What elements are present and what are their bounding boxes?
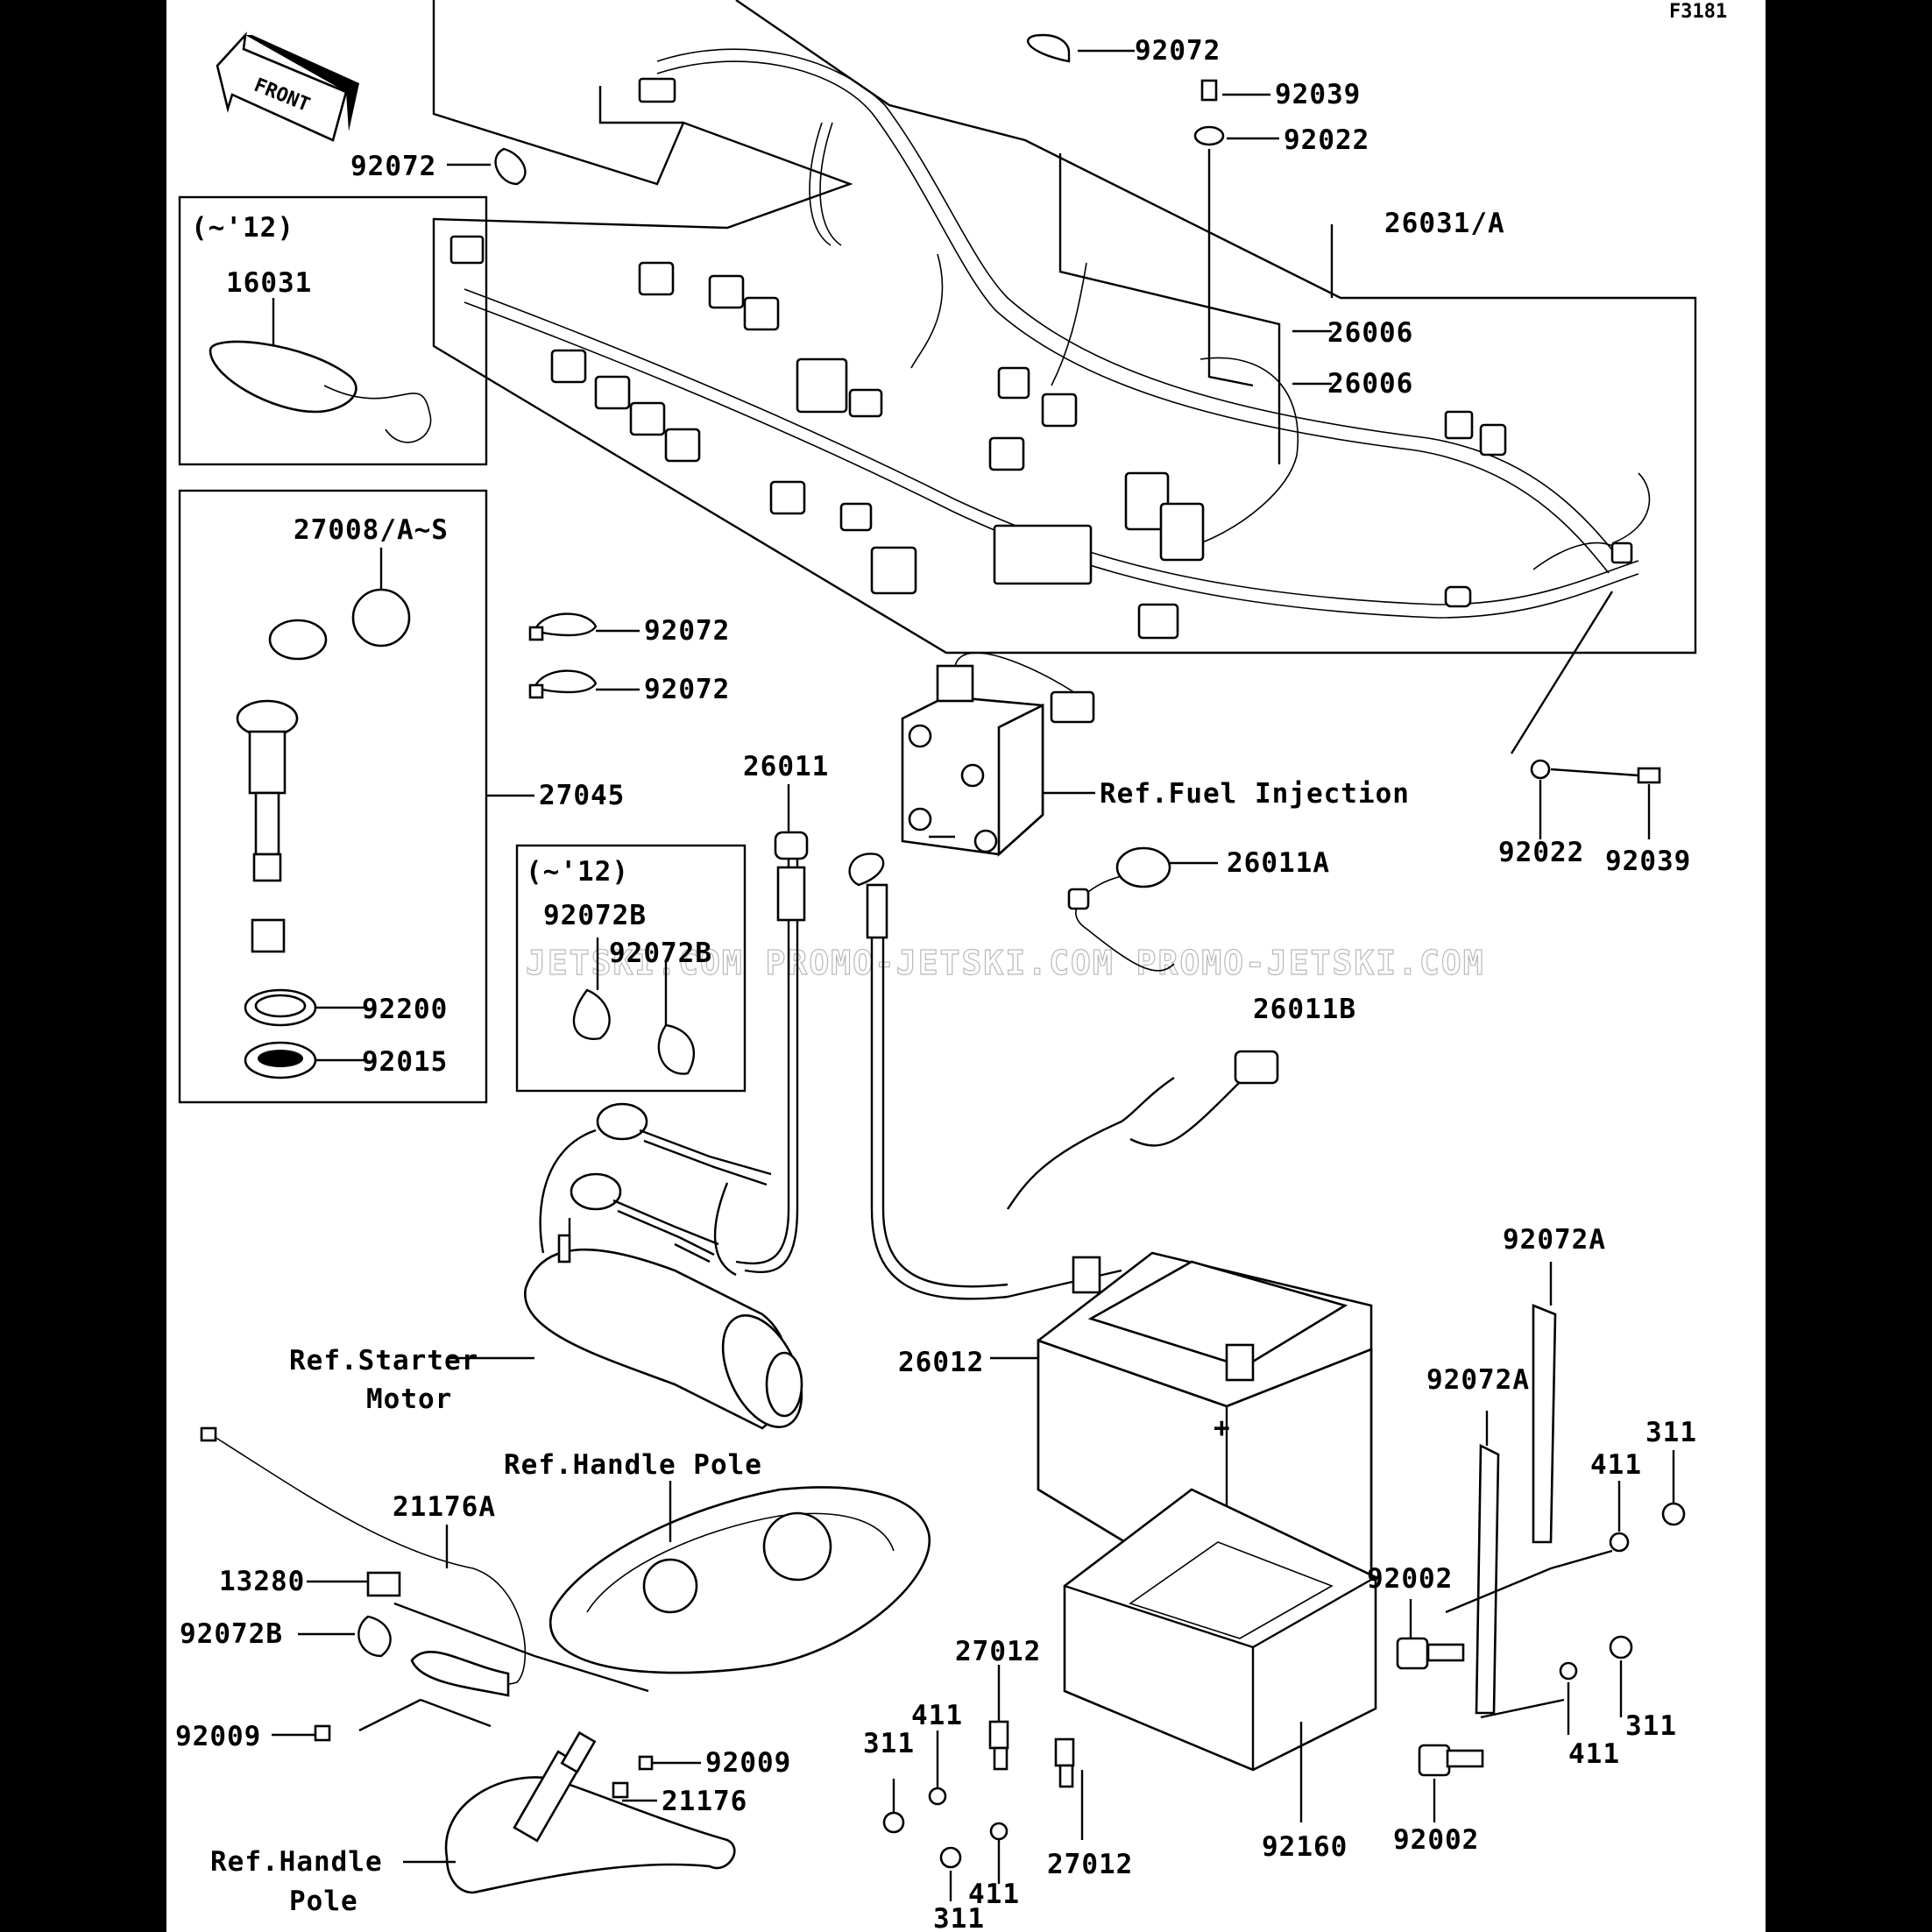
starter-cables [539,1102,772,1277]
part-labels: 92072 92072 92039 92022 26031/A 26006 26… [175,35,1697,1932]
label-92022: 92022 [1498,837,1584,868]
harness-connectors [449,77,1633,640]
watermark: JETSKI.COM PROMO-JETSKI.COM PROMO-JETSKI… [526,944,1485,982]
parts-diagram-sheet: F3181 FRONT JETSKI.COM PROMO-JETSKI.COM … [166,0,1766,1932]
handle-pole-top [393,1481,931,1693]
front-arrow-icon: FRONT [216,32,359,142]
label-21176a: 21176A [393,1491,496,1523]
label-ref-handle-pole: Ref.Handle Pole [504,1449,762,1481]
fuel-injection-relay [901,652,1095,857]
label-27012: 27012 [1047,1849,1133,1880]
label-27012: 27012 [955,1636,1041,1667]
sensor-cable [200,1426,527,1742]
handle-pole-bottom [403,1730,736,1894]
label-411: 411 [1568,1738,1620,1770]
screw-92039-right [1510,591,1661,839]
label-pole: Pole [289,1886,358,1917]
label-92002: 92002 [1393,1824,1479,1856]
svg-text:+: + [1214,1412,1231,1444]
label-92160: 92160 [1262,1831,1348,1863]
label-ref-starter: Ref.Starter [289,1345,478,1376]
key-box-note: (~'12) [191,212,294,244]
label-92009: 92009 [705,1747,791,1779]
label-92072: 92072 [644,615,730,647]
label-13280: 13280 [219,1566,305,1597]
label-92072a: 92072A [1503,1224,1606,1256]
box-92072B: (~'12) [515,844,747,1093]
label-311: 311 [1625,1710,1677,1742]
label-ref-handle: Ref.Handle [210,1846,383,1878]
label-92022: 92022 [1284,124,1369,156]
drawing-code: F3181 [1669,1,1727,23]
band-box-note: (~'12) [526,856,629,888]
battery-tray [1063,1488,1377,1822]
label-26006: 26006 [1327,317,1413,349]
label-26031-a: 26031/A [1384,208,1505,239]
parts-diagram: F3181 FRONT JETSKI.COM PROMO-JETSKI.COM … [175,0,1727,1932]
label-92072b: 92072B [609,938,712,969]
label-motor: Motor [366,1384,452,1415]
box-ignition-27045 [178,489,534,1104]
label-26011b: 26011B [1253,994,1356,1025]
battery-cables [674,784,1279,1300]
label-26011a: 26011A [1227,847,1330,879]
label-92039: 92039 [1275,79,1361,110]
box-key-16031: (~'12) [178,195,488,466]
label-27008-a-s: 27008/A~S [294,514,449,546]
main-harness [432,0,1697,655]
label-ref-fuel-injection: Ref.Fuel Injection [1100,778,1410,810]
label-92039: 92039 [1605,846,1691,877]
label-16031: 16031 [226,267,312,299]
label-92072a: 92072A [1426,1364,1530,1396]
label-21176: 21176 [662,1786,747,1817]
label-92072b: 92072B [180,1618,283,1650]
label-92002: 92002 [1367,1563,1453,1595]
screw-92039-top [1193,79,1279,387]
label-92072: 92072 [644,674,730,705]
clips-92072-middle [528,612,640,699]
clip-92072-top [447,33,1135,186]
label-26006: 26006 [1327,368,1413,400]
label-92072: 92072 [350,151,436,182]
label-411: 411 [968,1879,1020,1910]
label-92009: 92009 [175,1721,261,1752]
brackets-27012 [882,1665,1084,1901]
starter-motor [447,1218,803,1430]
label-92072: 92072 [1135,35,1221,67]
label-411: 411 [911,1700,963,1731]
label-92015: 92015 [362,1046,448,1078]
battery-straps [1445,1262,1613,1719]
label-27045: 27045 [539,780,625,811]
label-26012: 26012 [898,1347,984,1378]
label-26011: 26011 [743,751,829,782]
label-411: 411 [1590,1449,1642,1481]
label-311: 311 [1645,1417,1697,1448]
label-92072b: 92072B [543,900,647,931]
label-92200: 92200 [362,994,448,1025]
label-311: 311 [863,1728,915,1759]
label-311: 311 [933,1903,985,1932]
fasteners-right [1396,1450,1686,1822]
